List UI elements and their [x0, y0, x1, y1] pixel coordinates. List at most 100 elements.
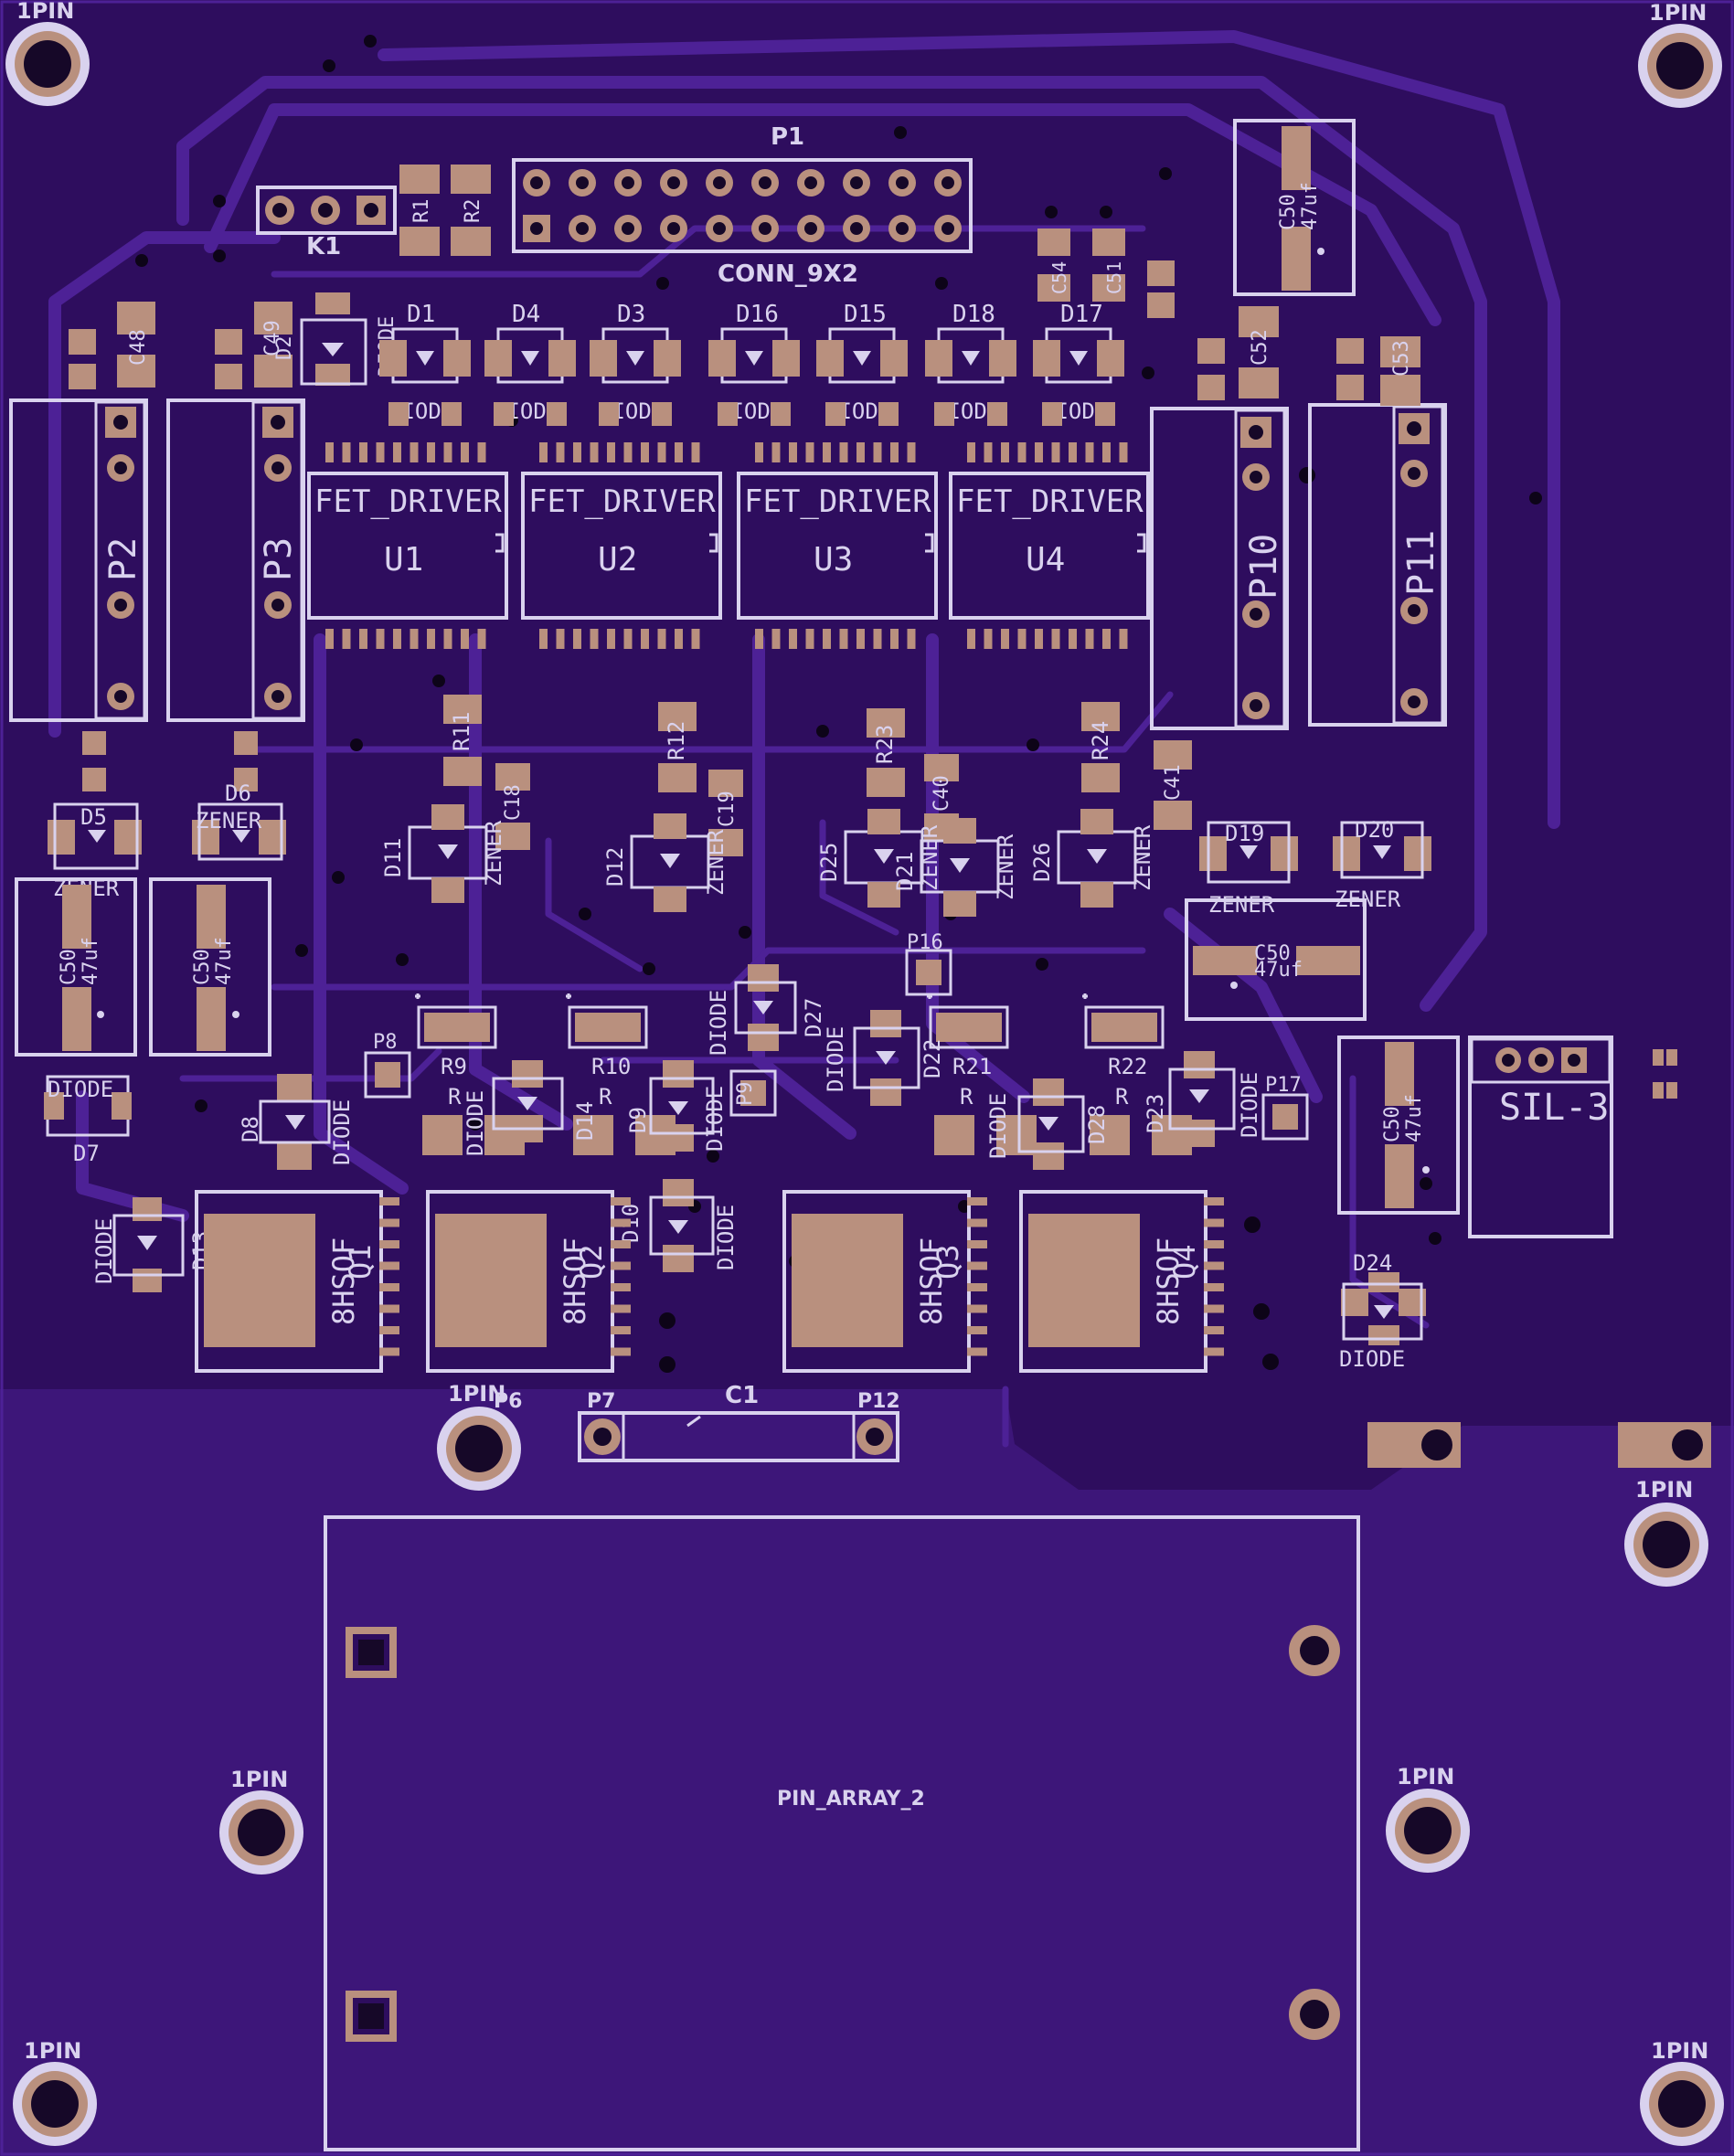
r9-ref: R9	[441, 1054, 467, 1079]
p1-pin-hole	[622, 222, 634, 235]
connector-k1: K1	[256, 186, 397, 260]
diode-value: DIODE	[463, 1090, 488, 1156]
top-diode-ref: D18	[952, 301, 995, 328]
mount-hole-label: 1PIN	[448, 1381, 505, 1407]
p1-pins	[523, 169, 962, 242]
driver-ref: U2	[598, 541, 637, 579]
p2-ref: P2	[102, 537, 144, 581]
zener-value: ZENER	[1335, 887, 1401, 912]
driver-name: FET_DRIVER	[314, 483, 502, 520]
c1-ref: C1	[725, 1382, 759, 1409]
p11-ref: P11	[1400, 530, 1442, 596]
cap-c50-top-right: C50 47uf	[1233, 119, 1356, 296]
connector-sil3: SIL-3	[1468, 1036, 1677, 1238]
d27-ref: D27	[801, 998, 826, 1037]
r10-ref: R10	[591, 1054, 631, 1079]
diode-value: DIODE	[823, 1026, 848, 1092]
mount-hole-label: 1PIN	[1635, 1477, 1693, 1503]
c51-ref: C51	[1103, 261, 1125, 294]
d11-ref: D11	[380, 838, 406, 877]
p1-pin-hole	[713, 176, 726, 189]
mosfet-ref: Q2	[574, 1244, 609, 1280]
c50-ref: C50	[1254, 942, 1291, 965]
c53-ref: C53	[1390, 340, 1413, 377]
d22-ref: D22	[920, 1039, 945, 1078]
d7-ref: D7	[73, 1141, 100, 1166]
driver-name: FET_DRIVER	[744, 483, 931, 520]
mount-hole-label: 1PIN	[24, 2038, 81, 2064]
resistor-value: R	[960, 1084, 973, 1110]
p1-pin-hole	[622, 176, 634, 189]
cap-c50-mid-right: C50 47uf	[1185, 898, 1367, 1021]
p1-pin-hole	[576, 176, 589, 189]
d5-ref: D5	[80, 804, 107, 830]
p17-ref: P17	[1265, 1074, 1302, 1097]
p7-ref: P7	[587, 1390, 615, 1413]
test-points: P8 P9 P16 P17	[364, 931, 1309, 1141]
pin-array-2: PIN_ARRAY_2	[324, 1515, 1360, 2151]
d14-ref: D14	[572, 1101, 598, 1141]
mount-hole-label: 1PIN	[1649, 0, 1707, 26]
top-diode-row: D1DIODED4DIODED3DIODED16DIODED15DIODED18…	[379, 301, 1124, 426]
zener-d20: D20 ZENER	[1333, 817, 1431, 912]
c49-ref: C49	[261, 320, 284, 356]
top-diode-ref: D4	[512, 301, 540, 328]
p1-pin-hole	[530, 222, 543, 235]
c50-ref: C50	[58, 949, 80, 985]
diode-value: DIODE	[1339, 1346, 1405, 1372]
lower-diodes: DIODE D7 D8 DIODE DIODE D13 DIODE D14	[44, 817, 1431, 1372]
mosfet-package: 8HSOF	[914, 1237, 949, 1325]
mosfet-ref: Q4	[1167, 1244, 1202, 1280]
mount-hole-lower-right: 1PIN	[1386, 1764, 1470, 1873]
d12-ref: D12	[602, 847, 628, 887]
d20-ref: D20	[1355, 817, 1394, 843]
p16-ref: P16	[907, 931, 943, 954]
zener-value: ZENER	[1208, 892, 1275, 918]
p8-ref: P8	[373, 1031, 398, 1054]
driver-name: FET_DRIVER	[528, 483, 716, 520]
diode-value: DIODE	[702, 1086, 728, 1152]
d25-ref: D25	[816, 843, 842, 882]
p1-pin-hole	[850, 222, 863, 235]
mid-passives: R11 R12 R23 R24 C18 C19 C40 C41	[443, 695, 1192, 856]
p1-pin-hole	[713, 222, 726, 235]
zener-value: ZENER	[993, 834, 1018, 900]
top-diode-ref: D1	[407, 301, 435, 328]
c50-value: 47uf	[1403, 1094, 1426, 1142]
caps-top-left: C48 C49	[69, 302, 293, 389]
top-diode-ref: D16	[736, 301, 779, 328]
p1-value: CONN_9X2	[718, 260, 858, 288]
d8-ref: D8	[238, 1116, 263, 1142]
p1-pin-hole	[896, 176, 909, 189]
mosfet-ref: Q1	[343, 1244, 378, 1280]
p1-pin-hole	[804, 176, 817, 189]
r22-ref: R22	[1108, 1054, 1147, 1079]
mosfet-package: 8HSOF	[326, 1237, 361, 1325]
c48-ref: C48	[127, 329, 150, 366]
mount-hole-lower-left: 1PIN	[219, 1767, 303, 1875]
zener-value: ZENER	[1130, 824, 1155, 891]
cap-c1: C1 P7 P12 P6	[494, 1382, 900, 1462]
fet-driver-row: FET_DRIVERU1FET_DRIVERU2FET_DRIVERU3FET_…	[307, 442, 1150, 649]
power-pads	[1367, 1422, 1711, 1468]
mount-hole-bottom-right: 1PIN	[1640, 2038, 1724, 2146]
connector-p2: P2	[9, 398, 148, 722]
p1-pin-hole	[759, 222, 771, 235]
d23-ref: D23	[1143, 1094, 1168, 1133]
r21-ref: R21	[952, 1054, 992, 1079]
c50-ref: C50	[191, 949, 214, 985]
diode-value: DIODE	[1237, 1072, 1262, 1138]
p1-pin-hole	[576, 222, 589, 235]
diode-d28: DIODE D28	[985, 1078, 1110, 1170]
k1-ref: K1	[306, 233, 341, 260]
